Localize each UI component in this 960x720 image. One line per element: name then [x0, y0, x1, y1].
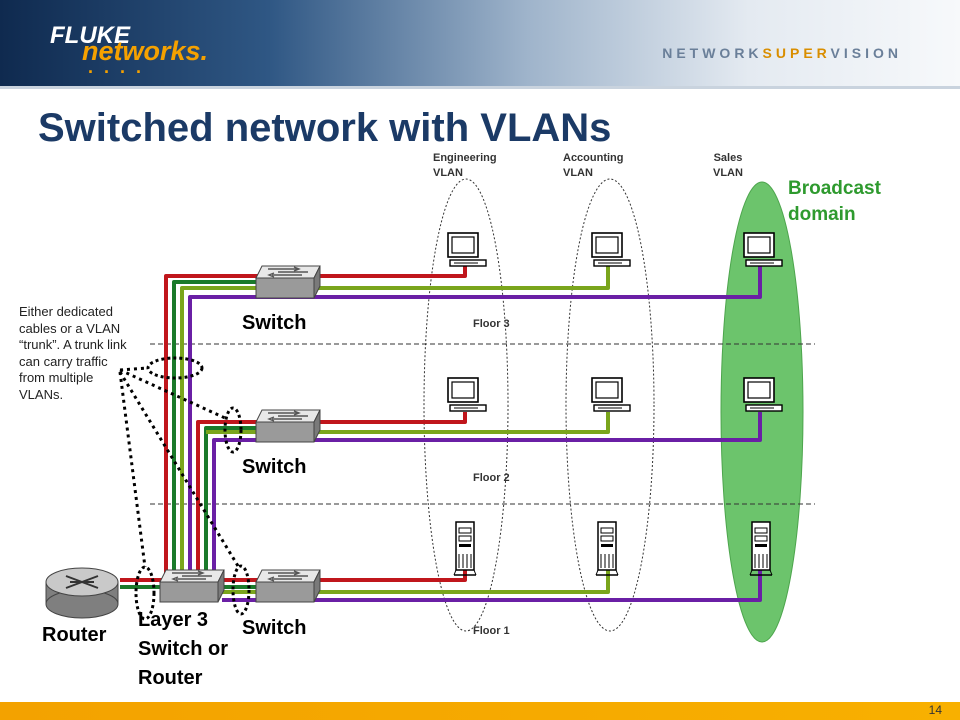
engineering-vlan-line2: VLAN: [433, 167, 463, 179]
switch-bottom-label: Switch: [242, 617, 307, 639]
accounting-pc-floor3-icon: [591, 232, 631, 267]
engineering-vlan-line1: Engineering: [433, 152, 497, 164]
layer3-line2: Switch or: [138, 638, 229, 660]
router-label: Router: [42, 624, 107, 646]
trunk-note: Either dedicated cables or a VLAN “trunk…: [19, 304, 127, 402]
accounting-vlan-ellipse: [565, 178, 655, 632]
page-number: 14: [928, 703, 942, 717]
floor2-cables: [196, 412, 762, 582]
accounting-vlan-line1: Accounting: [563, 152, 624, 164]
tagline-part-1: NETWORK: [662, 45, 763, 61]
floor-2-label: Floor 2: [473, 472, 510, 484]
tagline-part-3: VISION: [830, 45, 902, 61]
switch-mid-label: Switch: [242, 456, 307, 478]
logo-sub: networks.: [82, 36, 209, 66]
switch-mid-icon: [255, 409, 321, 443]
layer3-switch-icon: [159, 569, 225, 603]
broadcast-line1: Broadcast: [788, 178, 881, 199]
router-icon: [45, 567, 119, 619]
switch-top-icon: [255, 265, 321, 299]
logo-dots: . . . .: [88, 57, 145, 77]
trunk-ellipse-floor1: [231, 564, 251, 616]
tagline-part-2: SUPER: [762, 45, 831, 61]
callout-lines: [118, 366, 240, 568]
sales-vlan-line2: VLAN: [713, 167, 743, 179]
logo-brand: FLUKE: [50, 22, 130, 49]
engineering-server-floor1-icon: [453, 521, 477, 576]
broadcast-line2: domain: [788, 204, 856, 225]
sales-server-floor1-icon: [749, 521, 773, 576]
footer-bar: [0, 702, 960, 720]
accounting-server-floor1-icon: [595, 521, 619, 576]
header-banner: [0, 0, 960, 86]
trunk-ellipse-floor2: [223, 406, 243, 454]
tagline: NETWORKSUPERVISION: [662, 45, 902, 61]
engineering-vlan-ellipse: [423, 178, 509, 632]
engineering-pc-floor2-icon: [447, 377, 487, 412]
switch-bottom-icon: [255, 569, 321, 603]
layer3-label: Layer 3 Switch or Router: [138, 606, 228, 693]
floor-3-label: Floor 3: [473, 318, 510, 330]
accounting-vlan-line2: VLAN: [563, 167, 593, 179]
accounting-pc-floor2-icon: [591, 377, 631, 412]
page-title: Switched network with VLANs: [38, 106, 612, 150]
engineering-pc-floor3-icon: [447, 232, 487, 267]
header-divider: [0, 86, 960, 89]
sales-vlan-line1: Sales: [713, 152, 743, 164]
layer3-line1: Layer 3: [138, 609, 209, 631]
floor-1-label: Floor 1: [473, 625, 510, 637]
switch-top-label: Switch: [242, 312, 307, 334]
layer3-line3: Router: [138, 667, 203, 689]
broadcast-domain-label: Broadcast domain: [788, 176, 881, 228]
